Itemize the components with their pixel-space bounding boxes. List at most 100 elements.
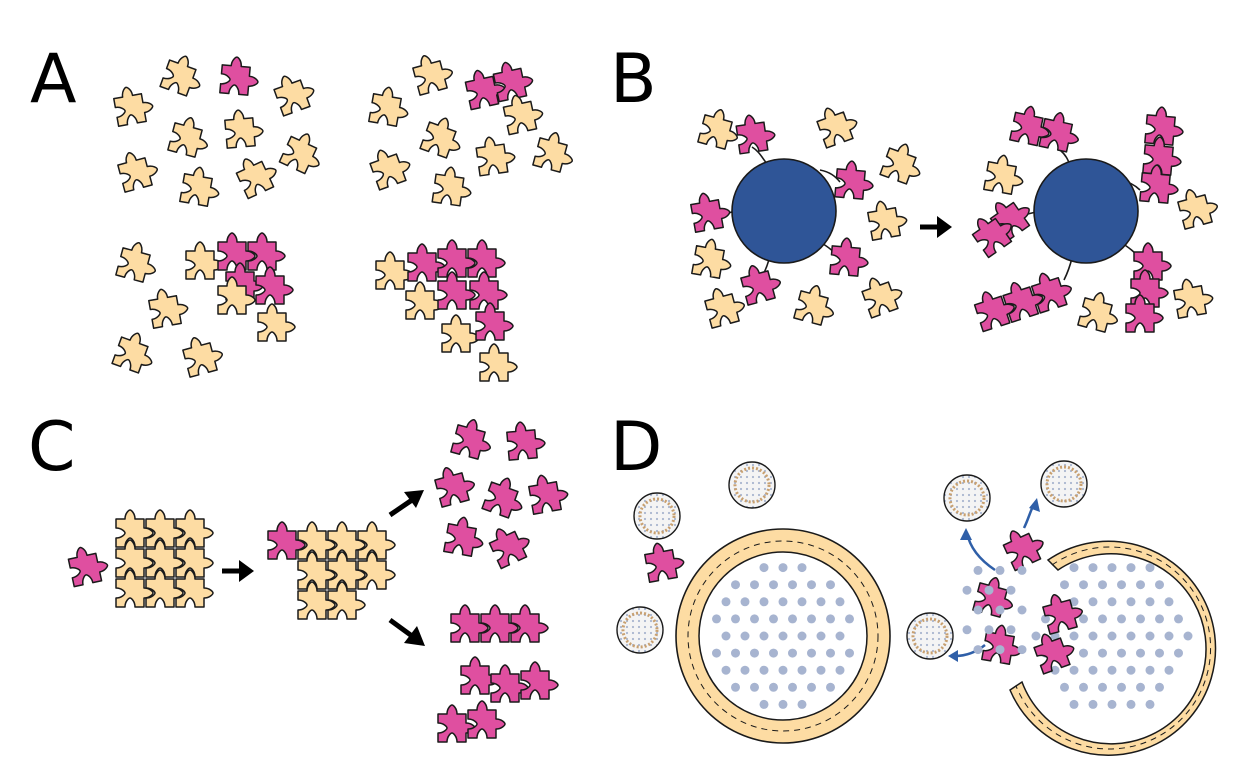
cargo-dot [1136, 648, 1145, 658]
arrow-icon [388, 617, 425, 646]
puzzle-piece-icon [111, 327, 161, 377]
puzzle-piece-icon [179, 331, 227, 378]
vesicle-icon [728, 461, 776, 509]
cargo-dot [788, 648, 797, 658]
cargo-dot [1174, 648, 1183, 658]
puzzle-piece-icon [983, 152, 1028, 197]
cargo-dot [1126, 631, 1136, 641]
cargo-dots [1031, 563, 1193, 709]
cargo-dot [1145, 597, 1155, 607]
cargo-dot [1088, 699, 1098, 709]
cargo-dot [1107, 699, 1117, 709]
cargo-dot [826, 682, 835, 692]
puzzle-piece-icon [1039, 588, 1087, 635]
puzzle-piece-icon [865, 196, 910, 241]
tan-assembly-2 [267, 521, 396, 620]
cargo-dot [778, 699, 788, 709]
cargo-dot [788, 614, 797, 624]
panel-a [111, 49, 579, 382]
puzzle-piece-icon [467, 700, 506, 739]
cargo-dot [1031, 631, 1041, 641]
puzzle-piece-icon [1171, 274, 1216, 319]
vesicle-icon [1040, 460, 1088, 508]
cargo-dot [1126, 665, 1136, 675]
cargo-dot [816, 665, 826, 675]
cargo-dot [721, 631, 731, 641]
puzzle-piece-icon [167, 113, 214, 161]
puzzle-piece-icon [737, 259, 785, 306]
panel-label-a: A [30, 40, 77, 119]
cargo-dot [1069, 631, 1079, 641]
cargo-dot [1079, 648, 1088, 658]
cargo-dot [1164, 597, 1174, 607]
puzzle-piece-icon [475, 302, 514, 341]
cargo-dot [1098, 682, 1107, 692]
cargo-dot [750, 682, 759, 692]
cargo-dot [1050, 665, 1060, 675]
panel-label-d: D [610, 408, 662, 487]
cargo-dot [1107, 597, 1117, 607]
puzzle-piece-icon [357, 521, 396, 560]
puzzle-piece-icon [368, 84, 413, 129]
cargo-dot [731, 580, 740, 590]
cargo-dot [1079, 614, 1088, 624]
cargo-dot [1079, 682, 1088, 692]
cargo-dot [845, 614, 854, 624]
arrow-icon [388, 490, 424, 518]
cargo-dot [962, 585, 972, 595]
puzzle-piece-icon [734, 111, 778, 155]
puzzle-piece-icon [998, 520, 1050, 572]
cargo-dot [816, 631, 826, 641]
vesicle-icon [943, 474, 991, 522]
vesicle-icon [633, 492, 681, 540]
cargo-dot [984, 625, 994, 635]
cargo-dot [778, 597, 788, 607]
cargo-dot [1017, 565, 1027, 575]
puzzle-piece-icon [532, 128, 579, 176]
cargo-dot [740, 597, 750, 607]
cargo-dot [1136, 580, 1145, 590]
cargo-dot [995, 605, 1005, 615]
vesicle-icon [906, 612, 954, 660]
nanoparticle-icon [1033, 158, 1139, 264]
puzzle-piece-icon [223, 107, 265, 149]
puzzle-piece-icon [450, 415, 497, 463]
puzzle-piece-icon [159, 50, 209, 100]
cargo-dot [797, 563, 807, 573]
cargo-dot [1126, 563, 1136, 573]
cargo-dot [750, 614, 759, 624]
cargo-dot [769, 648, 778, 658]
puzzle-piece-icon [366, 141, 416, 191]
cargo-dot [1041, 614, 1050, 624]
disassembled-pieces [431, 415, 571, 570]
panel-a-stage-2 [366, 49, 579, 208]
puzzle-piece-icon [1077, 288, 1124, 336]
cargo-dot [1017, 605, 1027, 615]
puzzle-piece-icon [114, 146, 162, 193]
cargo-dot [750, 580, 759, 590]
cargo-dot [1136, 614, 1145, 624]
cargo-dot [1155, 614, 1164, 624]
cargo-dot [1145, 631, 1155, 641]
puzzle-piece-icon [409, 49, 457, 96]
nanoparticle-icon [731, 158, 837, 264]
panel-b-stage-2 [966, 102, 1222, 336]
cargo-dot [731, 682, 740, 692]
cargo-dot [1088, 563, 1098, 573]
puzzle-piece-icon [146, 284, 191, 329]
cargo-dot [1155, 580, 1164, 590]
cargo-dot [769, 614, 778, 624]
cargo-dot [721, 665, 731, 675]
panel-d [616, 460, 1217, 756]
panel-a-stage-1 [111, 50, 330, 209]
puzzle-piece-icon [520, 661, 559, 700]
cargo-dot [797, 631, 807, 641]
cargo-dot [1145, 699, 1155, 709]
puzzle-piece-icon [257, 303, 296, 342]
cargo-dot [759, 699, 769, 709]
puzzle-piece-icon [431, 461, 479, 508]
puzzle-piece-icon [526, 470, 571, 515]
cargo-dot [759, 597, 769, 607]
cargo-dot [1017, 645, 1027, 655]
